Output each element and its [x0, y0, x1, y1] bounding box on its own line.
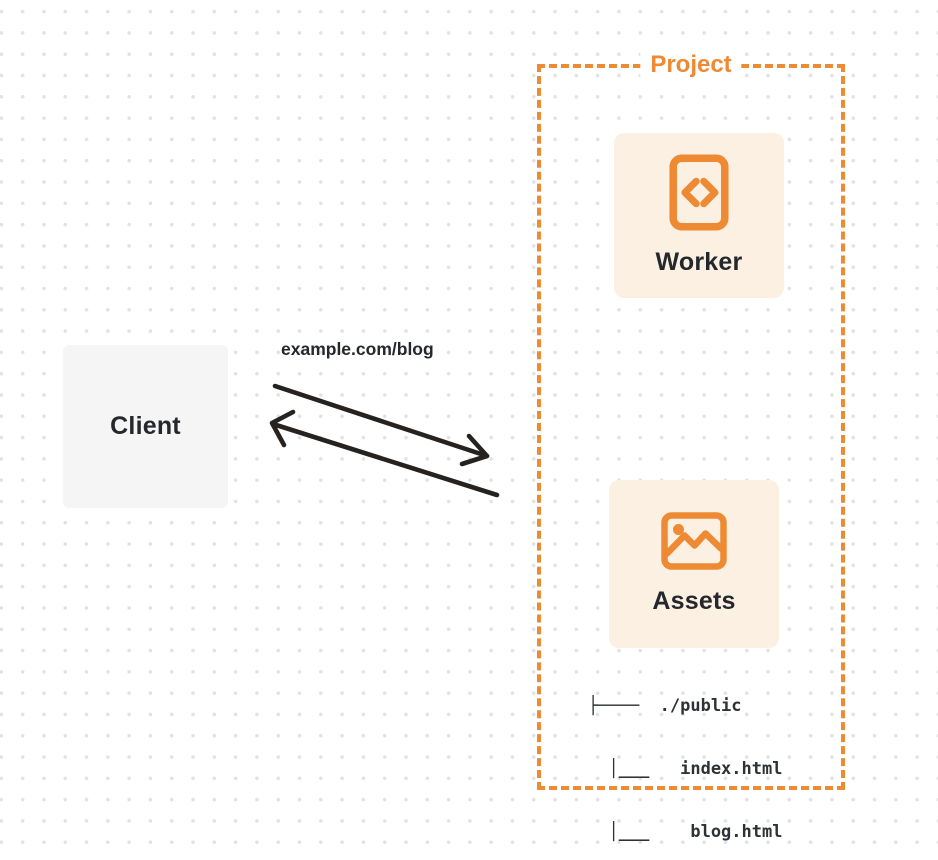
assets-label: Assets [652, 587, 736, 615]
client-label: Client [110, 412, 181, 440]
image-icon [661, 512, 727, 570]
worker-label: Worker [655, 248, 743, 276]
client-box: Client [63, 345, 228, 508]
file-tree-item: │___ blog.html [588, 822, 783, 842]
project-label: Project [640, 49, 742, 81]
assets-card: Assets [609, 480, 779, 648]
code-icon [669, 154, 729, 231]
project-boundary: Project Worker Assets [537, 49, 845, 842]
assets-file-tree: ├──── ./public │___ index.html │___ blog… [588, 654, 782, 860]
file-tree-item: │___ index.html [588, 759, 783, 779]
request-url-label: example.com/blog [281, 339, 434, 359]
request-arrow [272, 383, 490, 467]
worker-card: Worker [614, 133, 784, 298]
file-tree-root: ├──── ./public [588, 696, 742, 716]
response-arrow [269, 409, 500, 498]
